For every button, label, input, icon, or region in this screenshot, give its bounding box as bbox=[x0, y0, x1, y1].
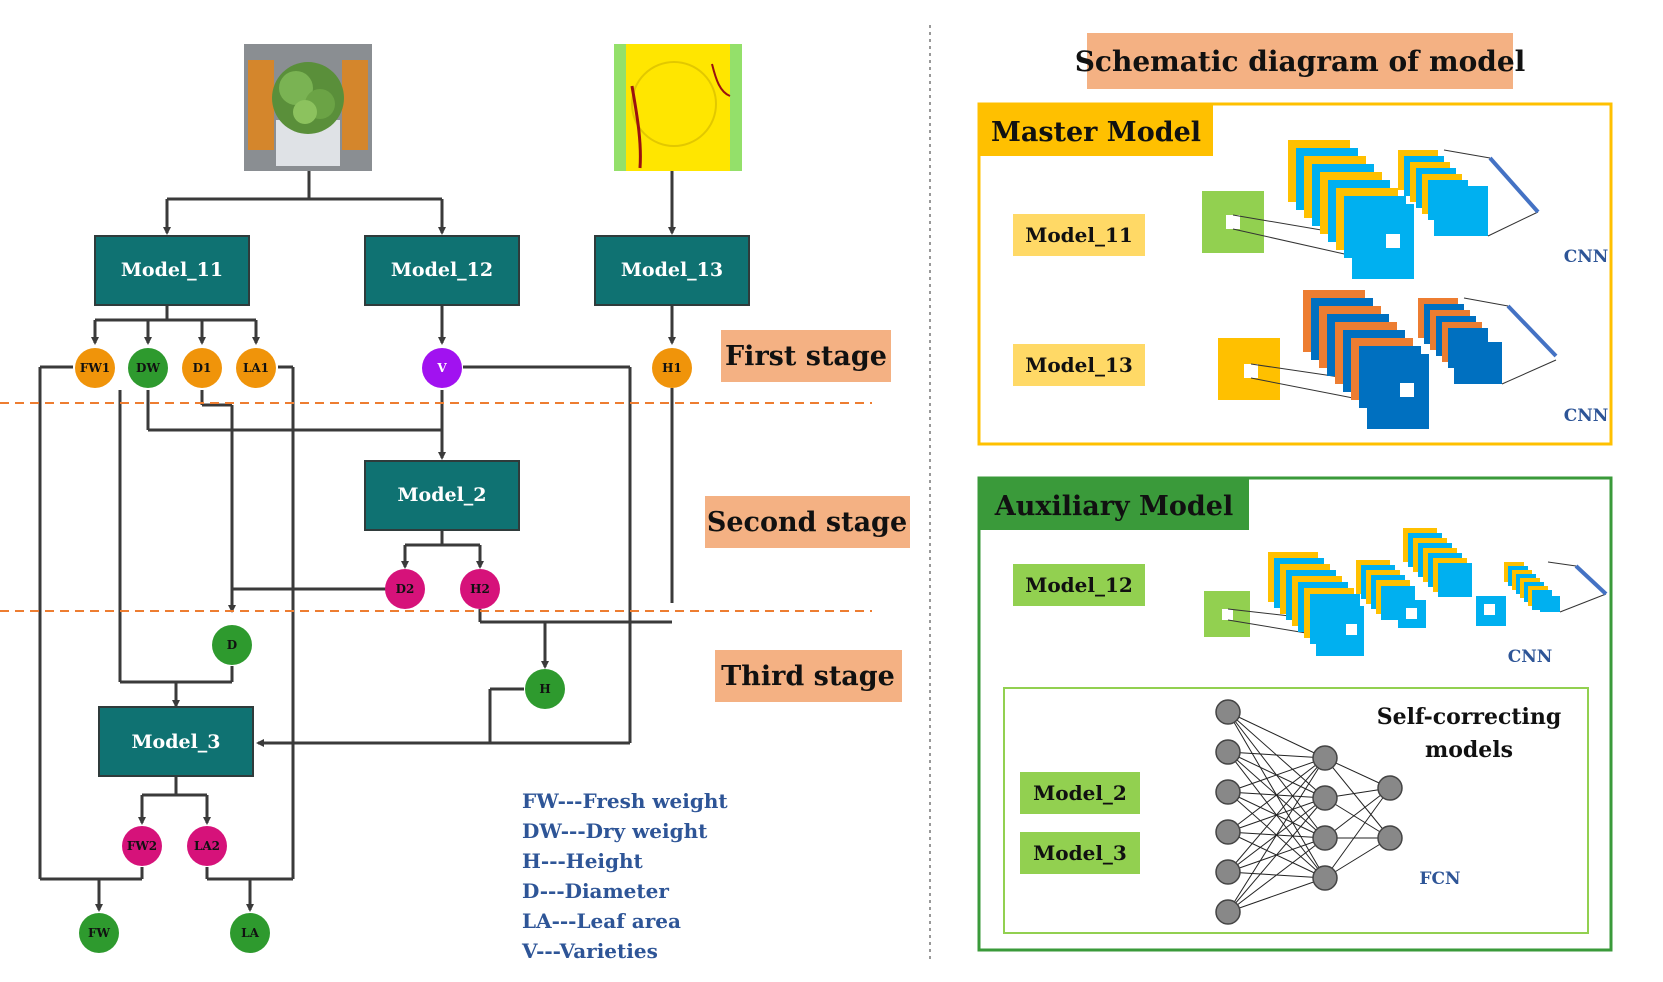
stage-first: First stage bbox=[721, 330, 891, 382]
cnn-label-3: CNN bbox=[1508, 647, 1553, 667]
auxiliary-model-title: Auxiliary Model bbox=[994, 491, 1233, 522]
model-13-label: Model_13 bbox=[621, 259, 723, 281]
node-v: V bbox=[422, 348, 462, 388]
legend-item: D---Diameter bbox=[522, 879, 669, 903]
model-2-box: Model_2 bbox=[364, 460, 520, 531]
auxiliary-model-panel: Auxiliary Model Model_12 bbox=[977, 476, 1613, 952]
fcn-label: FCN bbox=[1419, 869, 1460, 889]
cnn-label-2: CNN bbox=[1564, 406, 1609, 426]
cnn-illustration-1 bbox=[1202, 140, 1540, 279]
node-d2: D2 bbox=[385, 569, 425, 609]
node-d1: D1 bbox=[182, 348, 222, 388]
cnn-label-1: CNN bbox=[1564, 247, 1609, 267]
model-11-box: Model_11 bbox=[94, 235, 250, 306]
legend-item: H---Height bbox=[522, 849, 644, 873]
node-h: H bbox=[525, 669, 565, 709]
node-fw1: FW1 bbox=[75, 348, 115, 388]
stage-second-label: Second stage bbox=[707, 507, 907, 538]
legend-item: V---Varieties bbox=[521, 939, 658, 963]
stage-first-label: First stage bbox=[725, 341, 887, 372]
node-la1-label: LA1 bbox=[243, 361, 269, 375]
node-v-label: V bbox=[436, 361, 447, 375]
model-3-box: Model_3 bbox=[98, 706, 254, 777]
node-la2-label: LA2 bbox=[194, 839, 220, 853]
node-h2-label: H2 bbox=[470, 582, 490, 596]
legend-item: DW---Dry weight bbox=[522, 819, 708, 843]
self-correcting-title-line1: Self-correcting bbox=[1377, 704, 1562, 730]
model-13-box: Model_13 bbox=[594, 235, 750, 306]
fcn-network bbox=[1215, 699, 1403, 925]
node-dw: DW bbox=[128, 348, 168, 388]
self-correcting-title-line2: models bbox=[1425, 737, 1513, 763]
model-12-label: Model_12 bbox=[391, 259, 493, 281]
node-d-label: D bbox=[227, 638, 237, 652]
legend: FW---Fresh weight DW---Dry weight H---He… bbox=[521, 789, 728, 963]
node-la: LA bbox=[230, 913, 270, 953]
master-model-panel: Master Model Model_11 Model_13 bbox=[977, 102, 1613, 446]
master-model-11-label: Model_11 bbox=[1025, 223, 1133, 247]
model-3-tag: Model_3 bbox=[1020, 832, 1140, 874]
master-model-title: Master Model bbox=[991, 117, 1201, 148]
node-fw1-label: FW1 bbox=[80, 361, 110, 375]
master-model-13-tag: Model_13 bbox=[1013, 344, 1145, 386]
node-h2: H2 bbox=[460, 569, 500, 609]
node-dw-label: DW bbox=[136, 361, 160, 375]
node-fw2: FW2 bbox=[122, 826, 162, 866]
schematic-title: Schematic diagram of model bbox=[1075, 45, 1526, 78]
stage-second: Second stage bbox=[705, 496, 910, 548]
cnn-illustration-3 bbox=[1204, 528, 1608, 656]
auxiliary-model-12-tag: Model_12 bbox=[1013, 564, 1145, 606]
node-fw: FW bbox=[79, 913, 119, 953]
lettuce-photo bbox=[244, 44, 372, 171]
node-d2-label: D2 bbox=[396, 582, 415, 596]
schematic-panel: Schematic diagram of model Master Model … bbox=[977, 33, 1613, 952]
node-h-label: H bbox=[539, 682, 550, 696]
model-2-label: Model_2 bbox=[397, 484, 486, 506]
segmentation-map bbox=[614, 44, 742, 171]
node-la1: LA1 bbox=[236, 348, 276, 388]
auxiliary-model-12-label: Model_12 bbox=[1025, 573, 1133, 597]
node-fw-label: FW bbox=[88, 926, 111, 940]
node-h1-label: H1 bbox=[662, 361, 682, 375]
node-la2: LA2 bbox=[187, 826, 227, 866]
node-h1: H1 bbox=[652, 348, 692, 388]
model-3-tag-label: Model_3 bbox=[1033, 841, 1127, 865]
self-correcting-panel bbox=[1003, 687, 1589, 934]
model-3-label: Model_3 bbox=[131, 731, 220, 753]
master-model-11-tag: Model_11 bbox=[1013, 214, 1145, 256]
node-la-label: LA bbox=[241, 926, 259, 940]
connectors bbox=[38, 171, 676, 912]
cnn-illustration-2 bbox=[1218, 290, 1558, 429]
stage-third-label: Third stage bbox=[721, 661, 895, 692]
stage-third: Third stage bbox=[715, 650, 902, 702]
model-11-label: Model_11 bbox=[121, 259, 223, 281]
node-d: D bbox=[212, 625, 252, 665]
flow-diagram: Model_11 Model_12 Model_13 Model_2 Model… bbox=[0, 44, 910, 963]
master-model-13-label: Model_13 bbox=[1025, 353, 1133, 377]
model-12-box: Model_12 bbox=[364, 235, 520, 306]
legend-item: FW---Fresh weight bbox=[522, 789, 728, 813]
node-d1-label: D1 bbox=[193, 361, 212, 375]
node-fw2-label: FW2 bbox=[127, 839, 157, 853]
model-2-tag: Model_2 bbox=[1020, 772, 1140, 814]
legend-item: LA---Leaf area bbox=[522, 909, 681, 933]
model-2-tag-label: Model_2 bbox=[1033, 781, 1127, 805]
